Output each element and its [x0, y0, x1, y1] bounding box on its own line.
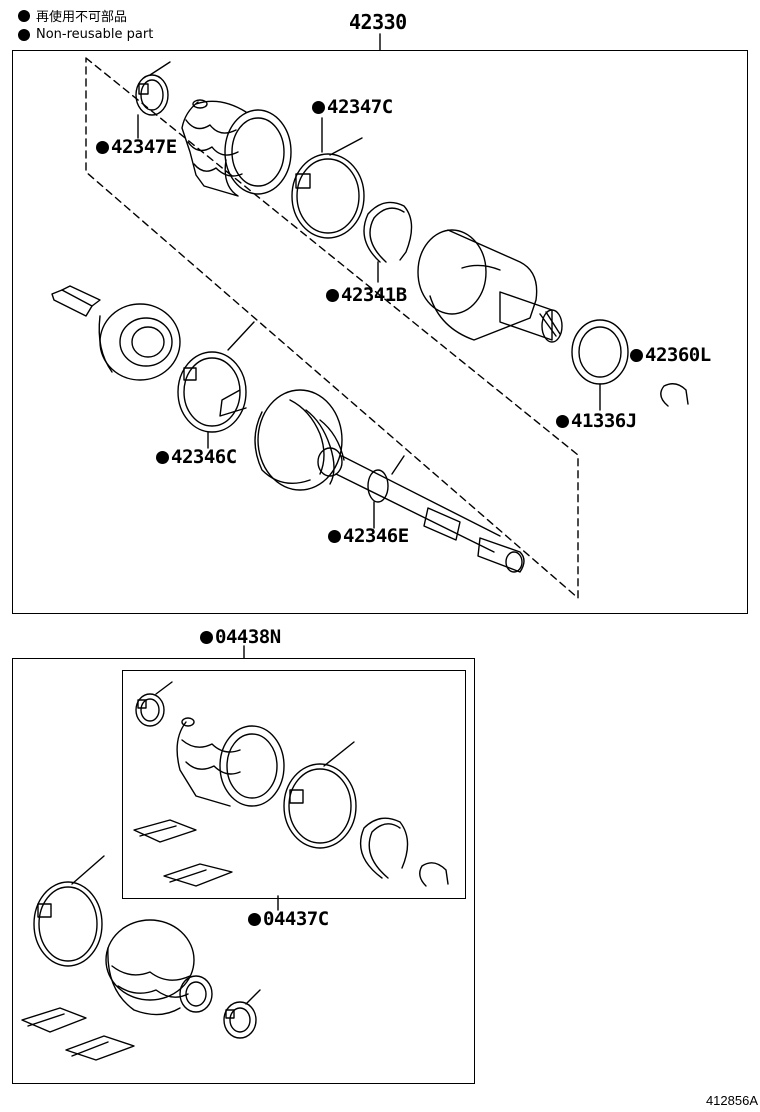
- kit-label-04437c: 04437C: [248, 908, 329, 930]
- part-label-42360l: 42360L: [630, 344, 711, 366]
- outer-kit-parts-drawing: [21, 855, 261, 1061]
- part-number-text: 04438N: [215, 626, 281, 648]
- legend-nonreuse-label: Non-reusable part: [36, 27, 154, 42]
- clamp-42347e-drawing: [135, 61, 171, 139]
- part-number-text: 42347E: [111, 136, 177, 158]
- legend-reuse-label: 再使用不可部品: [36, 10, 128, 25]
- nonreusable-icon: [312, 101, 325, 114]
- snap-ring-42341b-drawing: [363, 201, 413, 283]
- nonreusable-icon: [630, 349, 643, 362]
- part-number-text: 42341B: [341, 284, 407, 306]
- part-number-text: 41336J: [571, 410, 637, 432]
- dashed-group-outline: [85, 57, 579, 599]
- part-number-text: 42347C: [327, 96, 393, 118]
- drive-shaft-drawing: [51, 285, 525, 573]
- part-label-42347c: 42347C: [312, 96, 393, 118]
- nonreusable-icon: [328, 530, 341, 543]
- nonreusable-icon: [556, 415, 569, 428]
- nonreusable-icon: [326, 289, 339, 302]
- clamp-42347c-drawing: [291, 117, 365, 239]
- clip-42360l-drawing: [660, 383, 689, 407]
- inner-kit-frame: [122, 670, 466, 899]
- part-label-42341b: 42341B: [326, 284, 407, 306]
- legend-nonreuse: Non-reusable part: [18, 27, 153, 42]
- boot-upper-drawing: [181, 99, 292, 197]
- part-number-text: 04437C: [263, 908, 329, 930]
- part-label-42346c: 42346C: [156, 446, 237, 468]
- bullet-icon: [18, 28, 30, 41]
- part-number-text: 42346E: [343, 525, 409, 547]
- part-number-text: 42346C: [171, 446, 237, 468]
- part-number-text: 42360L: [645, 344, 711, 366]
- part-number-text: 42330: [349, 10, 407, 34]
- part-label-42346e: 42346E: [328, 525, 409, 547]
- part-label-41336j: 41336J: [556, 410, 637, 432]
- dust-seal-41336j-drawing: [571, 319, 629, 411]
- figure-id: 412856A: [705, 1093, 758, 1108]
- inner-kit-parts-drawing: [133, 681, 449, 911]
- bullet-icon: [18, 9, 30, 22]
- nonreusable-icon: [248, 913, 261, 926]
- nonreusable-icon: [156, 451, 169, 464]
- housing-drawing: [417, 229, 563, 343]
- part-number-42330: 42330: [349, 10, 407, 34]
- nonreusable-icon: [96, 141, 109, 154]
- outer-kit-frame: [12, 658, 475, 1084]
- part-label-42347e: 42347E: [96, 136, 177, 158]
- kit-label-04438n: 04438N: [200, 626, 281, 648]
- legend-reuse: 再使用不可部品: [18, 6, 127, 25]
- nonreusable-icon: [200, 631, 213, 644]
